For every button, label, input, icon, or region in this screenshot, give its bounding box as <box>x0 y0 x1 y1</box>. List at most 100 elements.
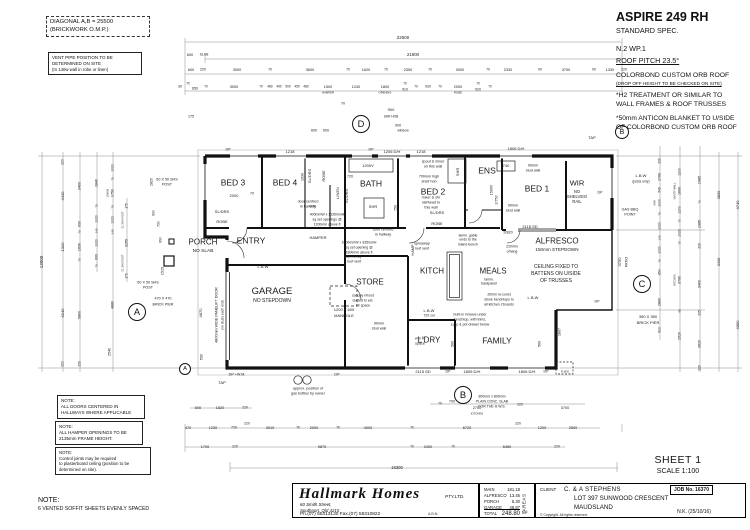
plan-label: ENS <box>478 166 496 177</box>
plan-label: ROBE <box>216 219 228 224</box>
note-line: to plasterboard ceiling (position to be <box>59 461 130 467</box>
plan-label: 70 <box>268 67 272 72</box>
plan-label: 90mm <box>373 321 385 326</box>
plan-label: 21900 <box>407 52 419 58</box>
plan-label: 650 <box>191 86 199 91</box>
plan-label: MANHOLE <box>334 313 354 318</box>
sheet-info: SHEET 1 SCALE 1:100 <box>628 454 728 475</box>
plan-label: 900 <box>394 123 402 128</box>
areas-unit: M² <box>522 510 528 515</box>
plan-label: BATH <box>359 179 383 190</box>
sheet-scale: SCALE 1:100 <box>656 468 700 475</box>
note-line: NOTE: <box>59 450 73 455</box>
address-line1: 60 Smith Street, <box>300 502 332 507</box>
plan-label: 50 X 50 SHS <box>137 280 159 285</box>
plan-label: 70 <box>204 85 208 89</box>
plan-label: 1200 <box>537 425 547 430</box>
plan-label: 70 <box>488 85 492 89</box>
plan-label: 470 X 470 <box>154 296 172 301</box>
plan-label: PORCH <box>188 238 218 247</box>
plan-label: 1800mmW x 335mmH <box>341 240 377 245</box>
plan-label: 3000 <box>229 84 239 89</box>
plan-label: stone benchtops to <box>484 297 514 302</box>
slab-outline <box>197 149 619 376</box>
plan-label: BATTENS ON U/SIDE <box>531 271 581 277</box>
plan-label: BED 1 <box>524 184 550 195</box>
header-line: OF COLORBOND CUSTOM ORB ROOF <box>616 123 737 131</box>
plan-label: 770 <box>309 204 317 209</box>
plan-label: h.w.s <box>561 369 569 374</box>
plan-label: in hallway <box>299 204 317 209</box>
plan-label: L.B.W <box>635 173 647 178</box>
plan-label: 3010 <box>265 425 275 430</box>
plan-label: BED 3 <box>220 178 246 189</box>
plan-label: 2330 <box>503 67 513 72</box>
plan-label: 20mm re-const <box>487 292 511 297</box>
plan-label: POST <box>142 285 154 290</box>
note-line: Control joints may be required <box>59 455 117 461</box>
plan-label: 2700 <box>472 405 482 410</box>
plan-label: 700mm high <box>418 174 440 179</box>
plan-label: stud wall <box>525 168 541 173</box>
plan-label: 900 <box>387 107 395 112</box>
plan-label: on this wall <box>423 164 443 169</box>
header-line: *H2 TREATMENT OR SIMILAR TO <box>616 92 723 100</box>
plan-label: 470 <box>184 425 192 430</box>
plan-label: s.p.p & pot drawer below <box>450 322 490 327</box>
plan-label: 480 <box>303 85 309 89</box>
plan-label: 70 <box>340 101 346 106</box>
plan-label: 70 <box>438 402 442 406</box>
grid-marker-b: B <box>454 386 472 404</box>
plan-label: ends to the <box>459 237 477 242</box>
plan-label: 930 <box>425 84 431 89</box>
plan-label: WIR <box>569 179 585 188</box>
plan-label: 3000 <box>232 67 242 72</box>
plan-label: 800mm x 800mm <box>478 394 506 399</box>
plan-label: ALFRESCO <box>535 237 579 246</box>
plan-label: 1200mm above fl <box>313 222 341 227</box>
client-name: C. & A STEPHENS <box>564 486 621 493</box>
plan-label: ENTRY <box>236 236 266 247</box>
title-block: Hallmark Homes PTY.LTD. 60 Smith Street,… <box>292 483 746 518</box>
note-line: 2135mm FRAME HEIGHT. <box>59 435 113 441</box>
plan-label: 220 <box>199 67 207 72</box>
plan-label: 2350 <box>403 67 413 72</box>
plan-label: DP <box>445 369 451 374</box>
company-phone: Ph.(07) 55313130 Fax.(07) 55310822 <box>300 512 381 517</box>
plan-label: 600 <box>194 405 202 410</box>
plan-label: built-in m'wave under <box>453 312 487 317</box>
plan-label: 1200V <box>362 163 374 168</box>
areas-total: TOTAL 248.80 <box>484 509 520 517</box>
plan-label: 220 <box>244 421 250 426</box>
plan-label: 350 X 350 <box>638 314 658 319</box>
plan-label: mixer & shr <box>421 195 441 200</box>
plan-label: 220 <box>242 405 248 410</box>
plan-label: benchtop, with trims, <box>453 317 487 322</box>
plan-label: POST <box>161 182 173 187</box>
company-block: Hallmark Homes PTY.LTD. 60 Smith Street,… <box>292 483 479 518</box>
plan-label: FAMILY <box>482 336 512 347</box>
plan-label: this wall <box>424 205 438 210</box>
note-line: determined on site). <box>59 466 97 472</box>
plan-label: DP <box>225 147 231 152</box>
plan-label: lamin. <box>484 277 494 282</box>
soffit-note: NOTE: 6 VENTED SOFFIT SHEETS EVENLY SPAC… <box>38 497 149 512</box>
area-label: PORCH <box>484 499 500 505</box>
fixtures <box>163 158 574 385</box>
plan-label: KITCH <box>420 267 444 276</box>
plan-label: w'm in <box>414 336 426 341</box>
plan-label: backpanel <box>481 281 497 286</box>
plan-label: 70 <box>476 82 480 86</box>
note-line: (BRICKWORK O.M.P.) <box>50 26 109 33</box>
plan-label: 70 <box>451 445 455 449</box>
plan-label: 70 <box>486 67 490 72</box>
plan-label: 3600 <box>305 67 315 72</box>
plan-label: 600 <box>322 128 330 133</box>
plan-label: DP <box>543 369 549 374</box>
plan-label: SL/DRS <box>214 209 230 214</box>
